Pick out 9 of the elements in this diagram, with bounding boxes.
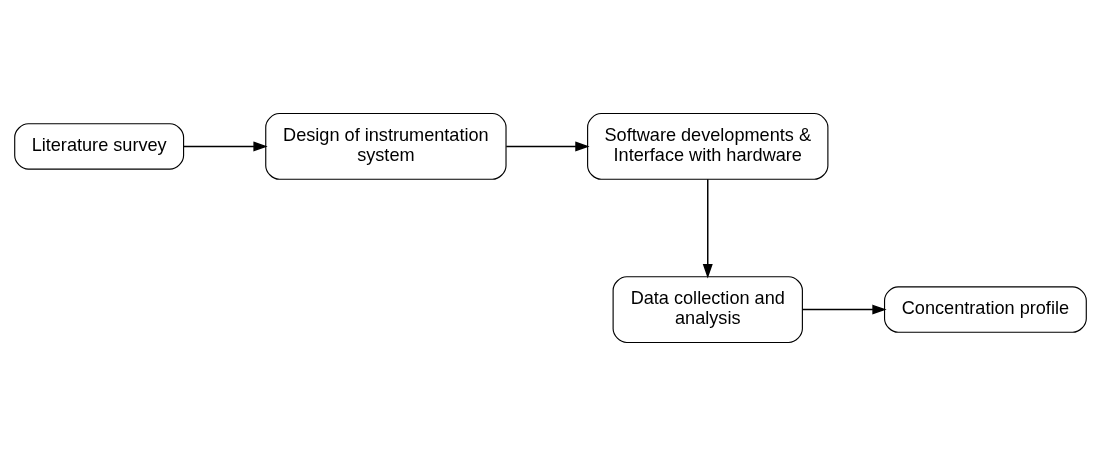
node-box: Software developments & Interface with hardware (587, 112, 829, 180)
node-box: Concentration profile (884, 286, 1087, 333)
arrow (702, 178, 713, 279)
node-box: Design of instrumentation system (265, 112, 507, 180)
arrow (183, 141, 268, 152)
arrow (505, 141, 590, 152)
node-box: Literature survey (14, 123, 185, 170)
node-box: Data collection and analysis (612, 276, 803, 344)
arrow (801, 304, 887, 315)
